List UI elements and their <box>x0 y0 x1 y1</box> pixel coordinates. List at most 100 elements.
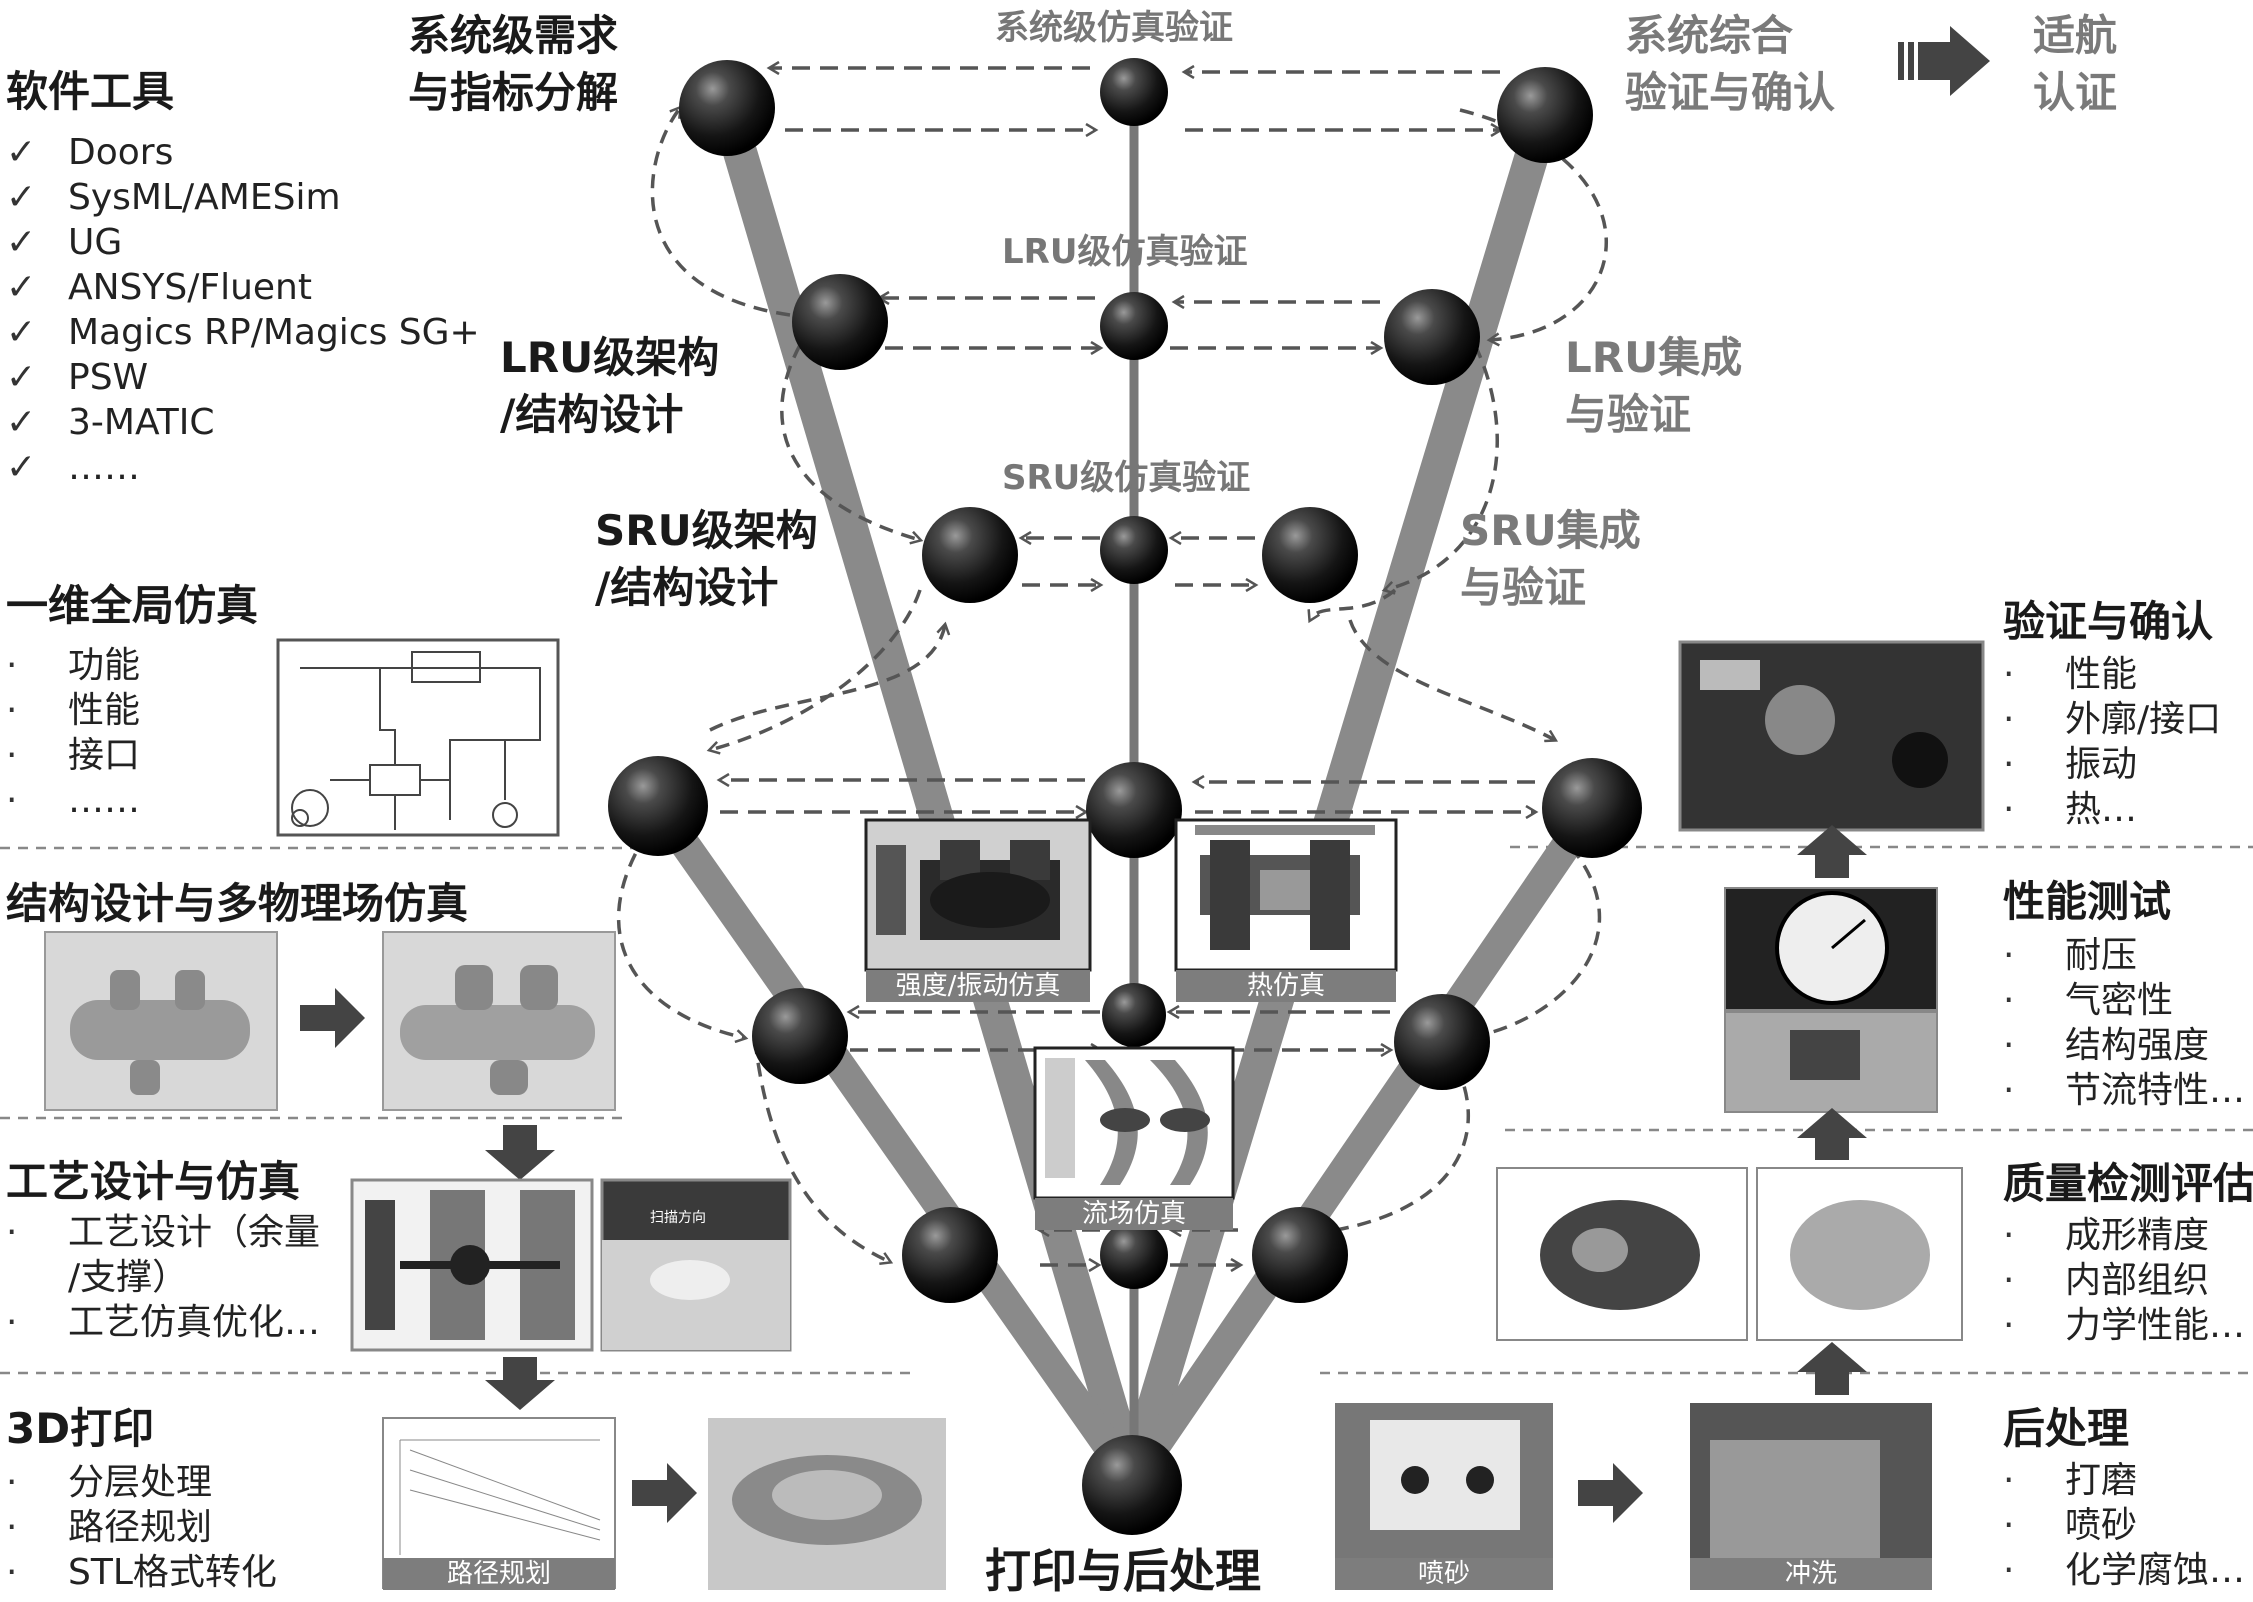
list-item: ✓…… <box>6 447 140 488</box>
right-arrow-struct <box>300 988 365 1048</box>
bullet-icon: · <box>2003 935 2015 976</box>
list-item: ·气密性 <box>2003 980 2174 1021</box>
check-icon: ✓ <box>6 357 37 398</box>
node-bottom <box>1082 1435 1182 1535</box>
list-item: ·接口 <box>6 735 141 776</box>
down-arrow-struct <box>485 1125 555 1180</box>
list-item: ✓Doors <box>6 132 174 173</box>
right-arrow-print <box>632 1463 697 1523</box>
sru-design-label: SRU级架构/结构设计 <box>595 506 818 612</box>
quality-list: ·成形精度 ·内部组织 ·力学性能… <box>2003 1213 2245 1348</box>
bullet-icon: · <box>6 1212 18 1253</box>
cad-model-image-1 <box>44 931 278 1111</box>
check-icon: ✓ <box>6 222 37 263</box>
node-struct <box>752 988 848 1084</box>
perf-title: 性能测试 <box>2003 877 2172 926</box>
list-item: ·耐压 <box>2003 935 2138 976</box>
list-item: ·振动 <box>2003 744 2138 785</box>
node-sru-integ <box>1262 507 1358 603</box>
bullet-icon: · <box>6 645 18 686</box>
node-sys-req <box>679 60 775 156</box>
down-arrow-process <box>485 1357 555 1410</box>
list-item: ·…… <box>6 780 140 821</box>
list-item: ·功能 <box>6 645 141 686</box>
schematic-1d-image <box>276 638 560 837</box>
up-arrow-perf <box>1797 1108 1867 1160</box>
list-item: ✓PSW <box>6 357 149 398</box>
v-nodes <box>608 58 1642 1535</box>
check-icon: ✓ <box>6 402 37 443</box>
sim1d-list: ·功能 ·性能 ·接口 ·…… <box>6 643 140 823</box>
list-item: ✓ANSYS/Fluent <box>6 267 312 308</box>
bullet-icon: · <box>6 780 18 821</box>
scan-direction-image: 扫描方向 <box>600 1178 792 1352</box>
horizontal-arrows <box>720 68 1535 1265</box>
bullet-icon: · <box>2003 654 2015 695</box>
list-item: ✓UG <box>6 222 123 263</box>
check-icon: ✓ <box>6 177 37 218</box>
bullet-icon: · <box>2003 699 2015 740</box>
bullet-icon: · <box>2003 789 2015 830</box>
list-item: ·内部组织 <box>2003 1260 2210 1301</box>
node-quality <box>1252 1207 1348 1303</box>
vv-test-rig-image <box>1678 640 1985 832</box>
sru-sim-label: SRU级仿真验证 <box>1002 458 1251 498</box>
check-icon: ✓ <box>6 267 37 308</box>
print3d-title: 3D打印 <box>6 1404 155 1453</box>
node-sru-design <box>922 507 1018 603</box>
node-lru-integ <box>1384 289 1480 385</box>
printed-part-image <box>708 1418 946 1590</box>
node-lru-sim <box>1100 292 1168 360</box>
node-sys-verify <box>1497 67 1593 163</box>
section-separators <box>0 845 2253 1375</box>
right-arrow-post <box>1578 1463 1643 1523</box>
strength-sim-image <box>864 818 1092 972</box>
list-item: ✓Magics RP/Magics SG+ <box>6 312 480 353</box>
list-item: ·打磨 <box>2003 1460 2138 1501</box>
list-item: ·性能 <box>6 690 141 731</box>
bullet-icon: · <box>6 1462 18 1503</box>
list-item: ·结构强度 <box>2003 1025 2210 1066</box>
post-title: 后处理 <box>2003 1404 2130 1453</box>
flow-sim-image <box>1033 1046 1235 1200</box>
caption-sandblast: 喷砂 <box>1335 1558 1553 1590</box>
sys-verify-label: 系统综合验证与确认 <box>1625 11 1836 117</box>
bottom-label: 打印与后处理 <box>985 1544 1261 1598</box>
post-list: ·打磨 ·喷砂 ·化学腐蚀… <box>2003 1458 2245 1593</box>
node-sru-sim <box>1100 516 1168 584</box>
up-arrow-quality <box>1797 1342 1867 1395</box>
print3d-list: ·分层处理 ·路径规划 ·STL格式转化 <box>6 1460 277 1595</box>
curved-arrows <box>616 108 1608 1262</box>
sys-req-label: 系统级需求与指标分解 <box>408 11 619 117</box>
cad-model-image-2 <box>382 931 616 1111</box>
node-process <box>902 1207 998 1303</box>
bullet-icon: · <box>2003 1550 2015 1591</box>
list-item: ·化学腐蚀… <box>2003 1550 2246 1591</box>
thermal-sim-image <box>1174 818 1398 972</box>
bullet-icon: · <box>6 690 18 731</box>
bullet-icon: · <box>6 1507 18 1548</box>
bullet-icon: · <box>2003 1505 2015 1546</box>
up-arrow-vv <box>1797 825 1867 878</box>
caption-strength: 强度/振动仿真 <box>866 970 1090 1002</box>
node-perf <box>1394 994 1490 1090</box>
struct-title: 结构设计与多物理场仿真 <box>6 879 469 928</box>
sandblast-machine-image <box>1335 1403 1553 1588</box>
sim1d-title: 一维全局仿真 <box>6 581 259 630</box>
vv-list: ·性能 ·外廓/接口 ·振动 ·热… <box>2003 652 2221 832</box>
list-item: ·热… <box>2003 789 2138 830</box>
bullet-icon: · <box>2003 1215 2015 1256</box>
process-list: ·工艺设计（余量 /支撑） ·工艺仿真优化… <box>6 1210 320 1345</box>
check-icon: ✓ <box>6 312 37 353</box>
list-item: /支撑） <box>68 1257 189 1298</box>
sru-integ-label: SRU集成与验证 <box>1460 506 1641 612</box>
list-item: ✓3-MATIC <box>6 402 215 443</box>
bullet-icon: · <box>2003 1305 2015 1346</box>
process-title: 工艺设计与仿真 <box>6 1157 301 1206</box>
bullet-icon: · <box>6 1302 18 1343</box>
sys-sim-label: 系统级仿真验证 <box>995 8 1233 48</box>
bullet-icon: · <box>2003 1260 2015 1301</box>
node-sim1d <box>608 756 708 856</box>
airworthiness-arrow <box>1898 26 1990 96</box>
lru-sim-label: LRU级仿真验证 <box>1002 232 1248 272</box>
